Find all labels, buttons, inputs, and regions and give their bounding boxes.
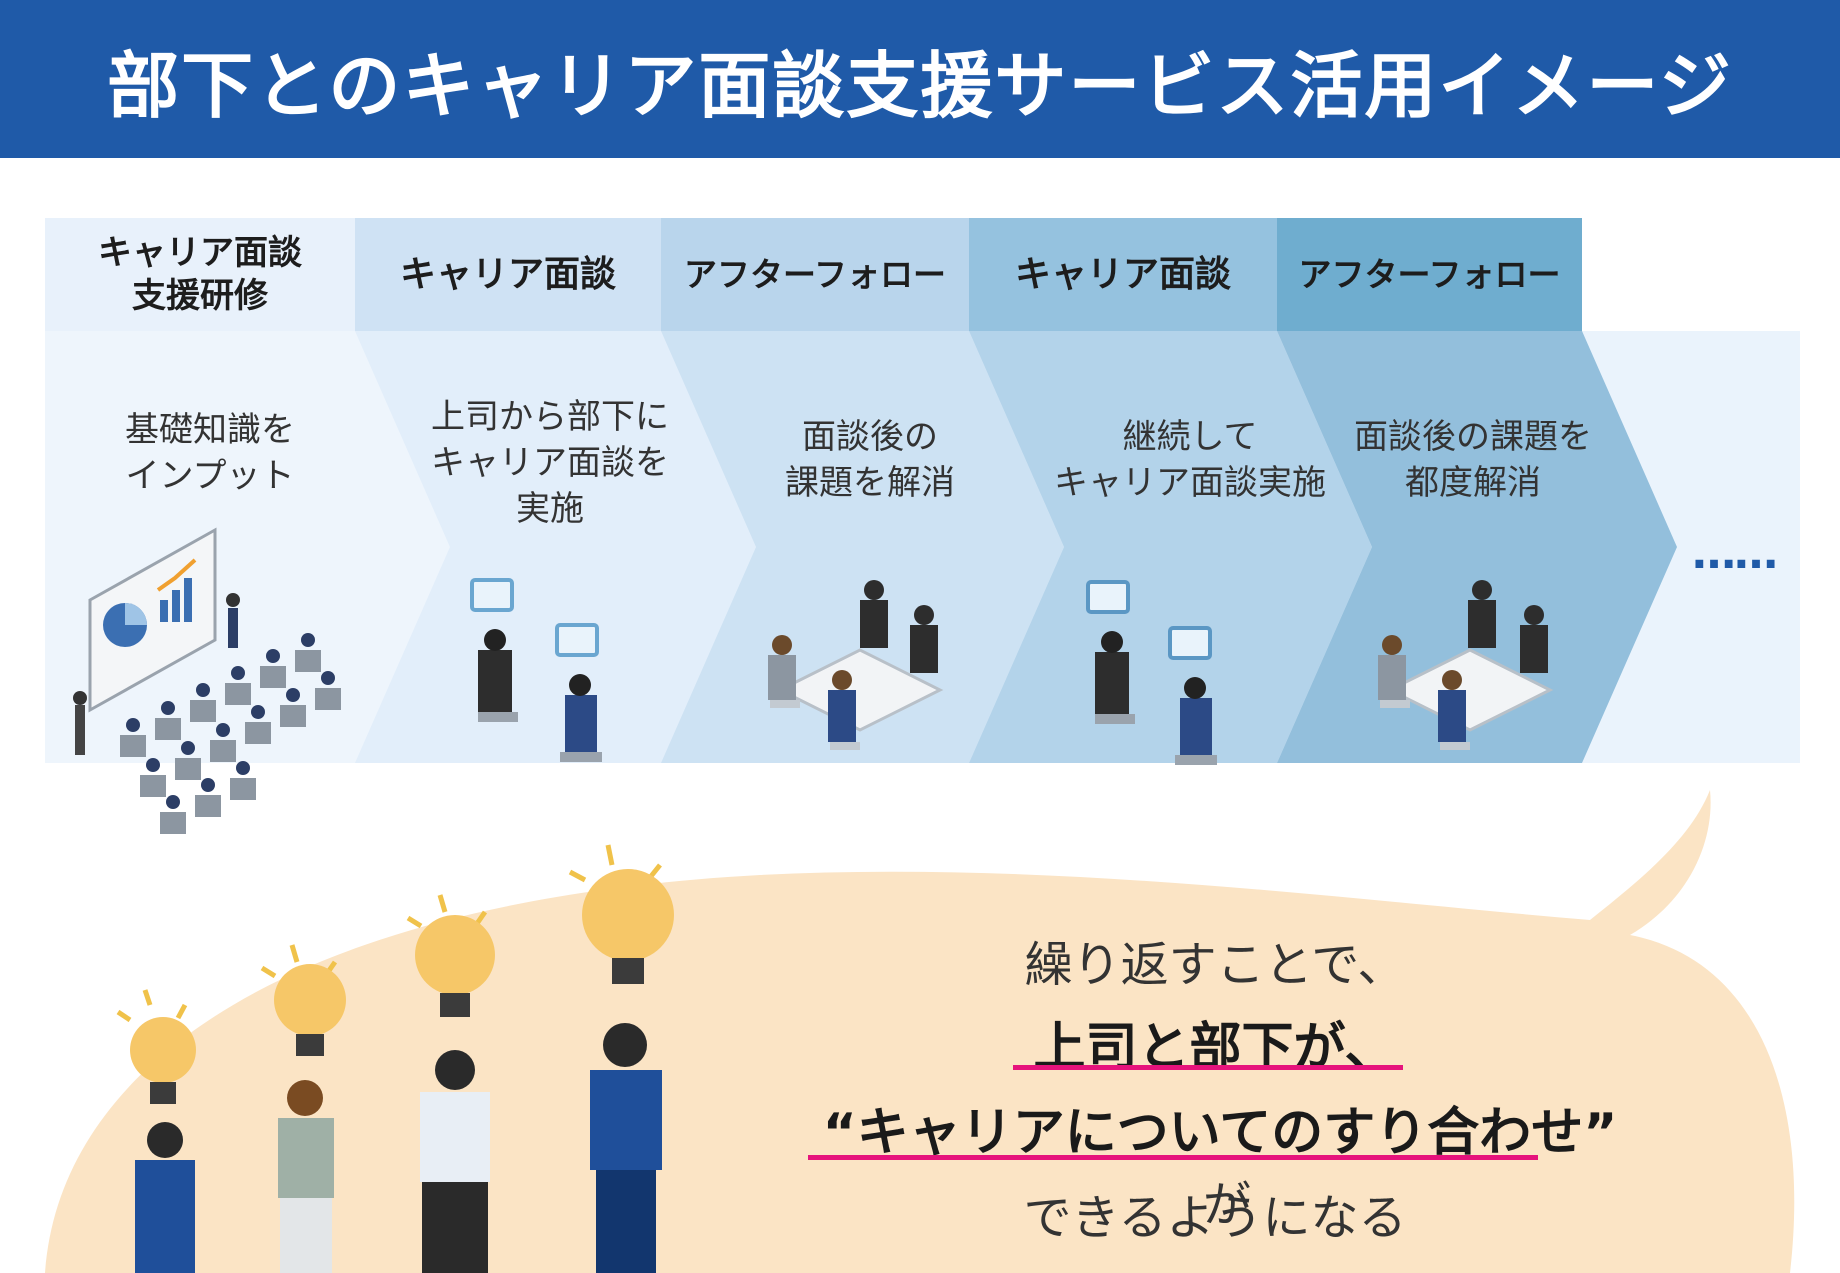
person-icon [278,1080,334,1273]
step-3-label: アフターフォロー [683,254,947,294]
lightbulb-icon [568,844,674,984]
lightbulb-people-icon [116,844,674,1273]
presentation-seminar-icon [73,527,341,834]
message-line-1: 繰り返すことで、 [1024,937,1406,993]
lightbulb-icon [406,894,495,1017]
step-2-label: キャリア面談 [399,254,616,295]
continuation-ellipsis: …… [1692,528,1778,579]
message-line-3-tail: が [1202,1177,1251,1233]
person-icon [590,1023,662,1273]
step-4-body [969,331,1372,763]
group-meeting-icon [768,580,944,750]
header-bar: 部下とのキャリア面談支援サービス活用イメージ [0,0,1840,158]
one-on-one-meeting-icon [1086,580,1217,765]
message-line-3-underline [808,1155,1538,1160]
step-4-description: 継続して キャリア面談実施 [1054,417,1326,503]
step-5-header-bg [1277,218,1582,331]
step-2-description: 上司から部下に キャリア面談を 実施 [431,397,669,529]
group-meeting-icon [1378,580,1554,750]
step-1-header-bg [45,218,355,331]
message-line-3-emphasis: “キャリアについてのすり合わせ” [822,1103,1618,1163]
lightbulb-icon [260,944,346,1056]
step-5-description: 面談後の課題を 都度解消 [1354,417,1592,503]
one-on-one-meeting-icon [470,578,602,762]
step-2-body [355,331,756,763]
step-1-description: 基礎知識を インプット [125,410,295,496]
step-5-label: アフターフォロー [1298,254,1561,294]
step-4-label: キャリア面談 [1014,254,1231,295]
person-icon [135,1122,195,1273]
page-title: 部下とのキャリア面談支援サービス活用イメージ [107,43,1733,128]
step-5-body [1277,331,1677,763]
step-2-header-bg [355,218,661,331]
person-icon [420,1050,490,1273]
step-1-label: キャリア面談 支援研修 [98,233,302,316]
step-3-body [661,331,1064,763]
step-3-header-bg [661,218,969,331]
message-line-2-underline [1013,1065,1403,1070]
lightbulb-icon [116,989,196,1104]
step-3-description: 面談後の 課題を解消 [785,417,955,503]
message-line-4: できるようになる [1023,1190,1407,1246]
message-line-3: “キャリアについてのすり合わせ” が [800,1090,1640,1235]
step-4-header-bg [969,218,1277,331]
